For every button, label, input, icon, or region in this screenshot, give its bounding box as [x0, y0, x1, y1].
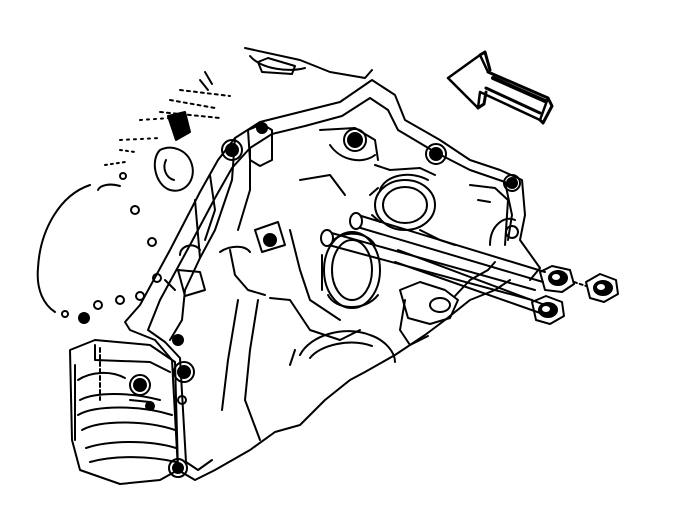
engine-block-face [36, 47, 373, 324]
cam-bore-seal [369, 164, 456, 246]
crank-bore [289, 231, 396, 366]
front-cover [124, 79, 541, 481]
direction-arrow-icon [446, 50, 554, 125]
cover-bolt [320, 212, 546, 315]
bolt-nut [531, 265, 619, 325]
lower-housing [69, 339, 179, 485]
